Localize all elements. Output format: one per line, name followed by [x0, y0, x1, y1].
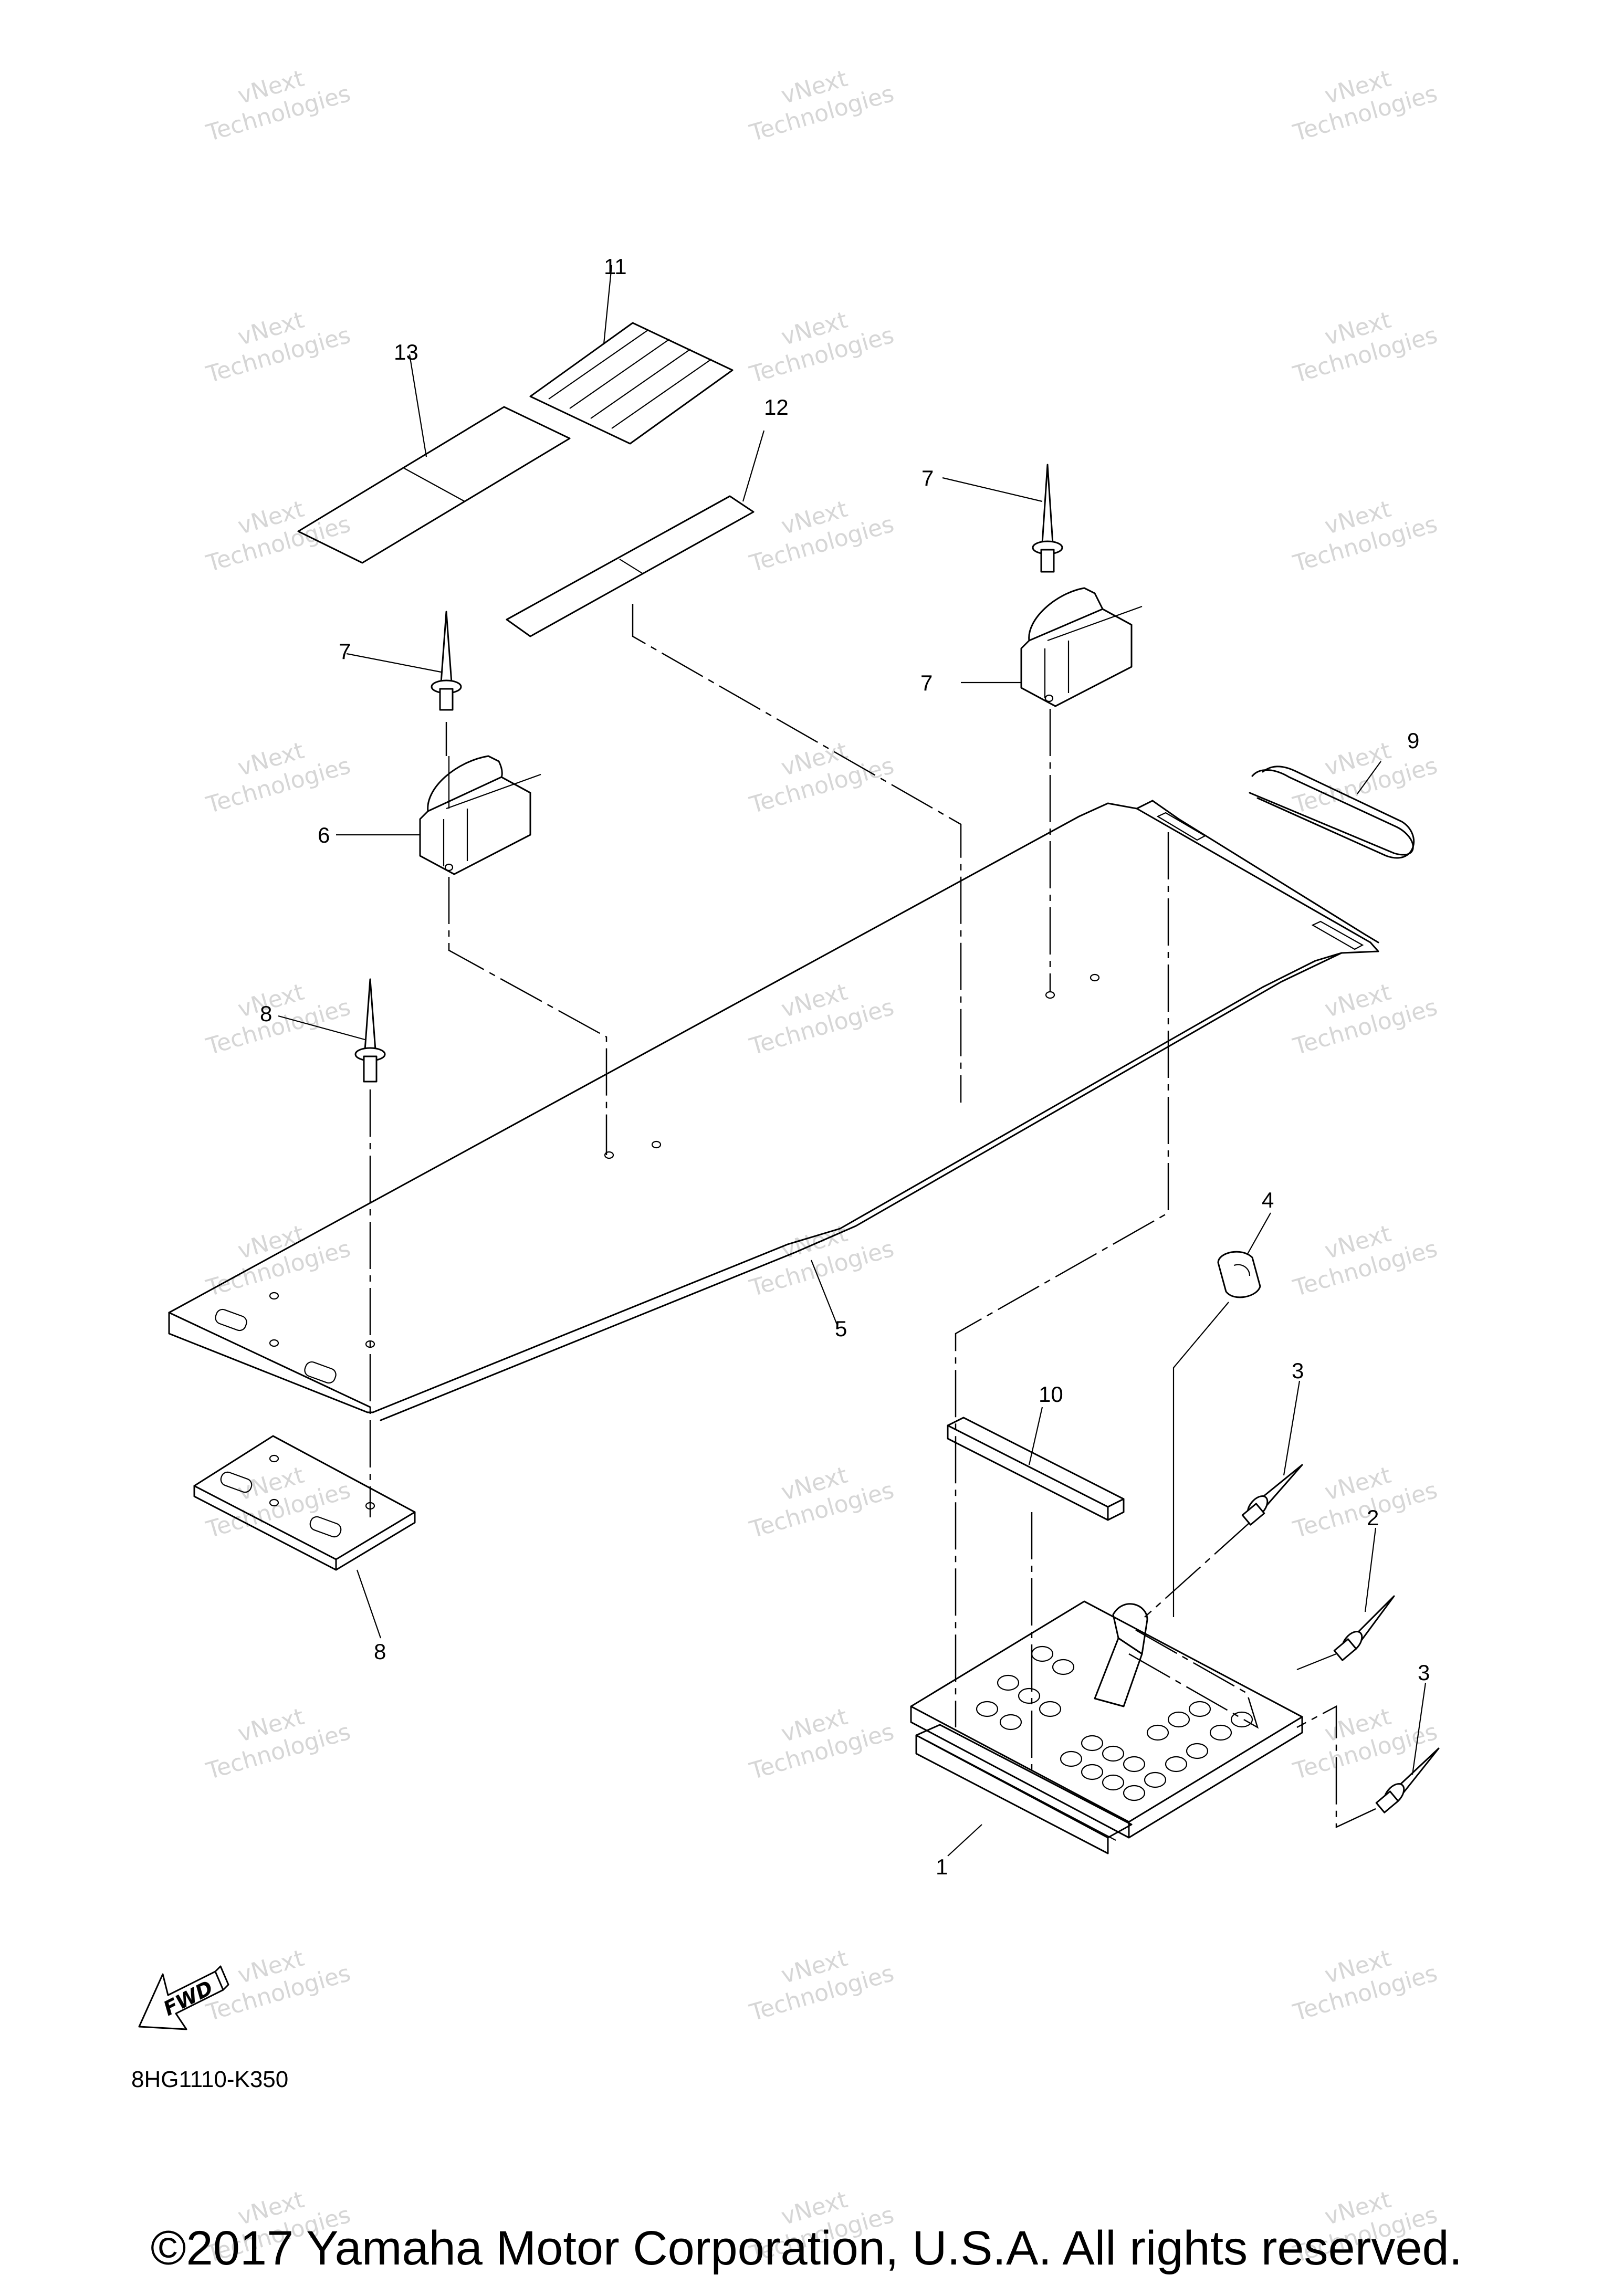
rivet-2-drawing	[1296, 1527, 1395, 1671]
part-label-3-lower: 3	[1418, 1660, 1430, 1685]
clamp-6-right-drawing	[961, 587, 1143, 992]
block-10-drawing	[947, 1407, 1125, 1775]
copyright-notice: ©2017 Yamaha Motor Corporation, U.S.A. A…	[150, 2221, 1463, 2275]
part-label-7-right: 7	[921, 466, 934, 490]
part-label-13: 13	[394, 340, 418, 364]
rivet-3-upper-drawing	[1144, 1380, 1303, 1618]
decal-11-drawing	[529, 265, 734, 445]
skid-plate-1-drawing	[910, 1600, 1303, 1857]
part-label-11: 11	[604, 254, 627, 279]
part-label-7-left: 7	[339, 639, 351, 664]
part-labels: 11 13 12 7 7 7 9 6 8 4 5 10 3 2 3 8 1	[260, 254, 1430, 1879]
part-label-1: 1	[936, 1854, 948, 1879]
part-label-12: 12	[764, 395, 789, 420]
clip-4-drawing	[955, 832, 1271, 1727]
decal-13-drawing	[297, 354, 571, 564]
rod-9-drawing	[1249, 761, 1415, 859]
part-label-8: 8	[374, 1639, 386, 1664]
rivet-3-lower-drawing	[1296, 1682, 1440, 1828]
part-label-6-right: 7	[920, 670, 933, 695]
rivet-7-drawing	[278, 464, 1063, 1517]
part-label-9: 9	[1407, 728, 1419, 753]
part-label-6-left: 6	[318, 823, 330, 847]
part-label-4: 4	[1262, 1188, 1274, 1212]
part-label-2: 2	[1367, 1505, 1379, 1530]
part-label-5: 5	[835, 1316, 847, 1341]
plate-8-drawing	[193, 1435, 416, 1639]
tray-5-drawing	[168, 800, 1379, 1421]
part-label-10: 10	[1039, 1382, 1063, 1407]
part-label-7-lower: 8	[260, 1001, 272, 1026]
decal-12-drawing	[506, 430, 962, 1103]
clamp-6-left-drawing	[336, 755, 608, 1155]
part-label-3-upper: 3	[1292, 1358, 1304, 1383]
diagram-code: 8HG1110-K350	[131, 2067, 288, 2092]
